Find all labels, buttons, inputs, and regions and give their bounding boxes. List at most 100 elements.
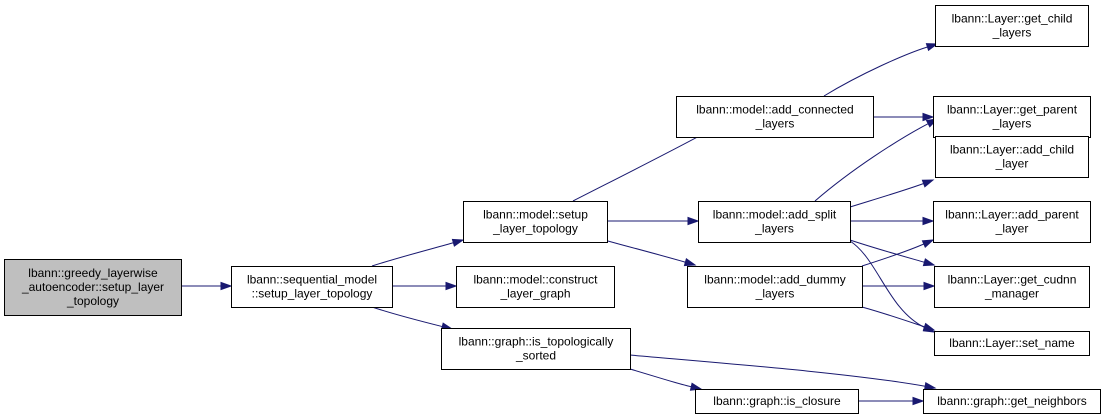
edge-line [849,239,925,263]
edge-adddummy-to-setname [861,306,936,331]
node-label-line: lbann::graph::get_neighbors [937,394,1086,408]
edge-line [371,242,454,267]
node-box [934,266,1090,308]
edge-line [629,368,692,388]
edge-seq-to-msetup [371,238,465,267]
node-box [933,201,1091,243]
node-label-line: lbann::Layer::get_cudnn [948,273,1077,287]
node-adddummy[interactable]: lbann::model::add_dummy_layers [687,266,863,308]
edge-line [371,306,443,328]
node-box [695,389,859,414]
edge-line [849,240,926,329]
node-label-line: ::setup_layer_topology [252,287,373,301]
node-addchild[interactable]: lbann::Layer::add_child_layer [935,136,1089,178]
arrowhead [925,43,939,52]
node-box [687,266,863,308]
arrowhead [921,239,935,249]
node-label-line: lbann::model::add_connected [696,103,853,117]
edge-addsplit-to-addparent [850,216,935,226]
arrowhead [921,179,935,188]
arrowhead [445,281,458,291]
edge-line [603,239,686,263]
node-box [456,266,615,308]
edge-addconn-to-getparent [873,112,935,122]
node-box [935,136,1089,178]
node-getchild[interactable]: lbann::Layer::get_child_layers [935,5,1089,47]
edge-line [823,46,928,97]
node-box [441,328,631,370]
edge-line [861,243,925,267]
edge-topo-to-closure [629,368,703,391]
node-label-line: _layers [992,117,1032,131]
node-label-line: lbann::model::add_dummy [704,273,845,287]
node-label-line: lbann::graph::is_closure [713,394,841,408]
edge-addsplit-to-cudnn [849,239,936,267]
node-label-line: lbann::Layer::get_parent [947,103,1078,117]
node-closure[interactable]: lbann::graph::is_closure [695,389,859,414]
node-label-line: _manager [984,287,1039,301]
arrowhead [687,216,700,226]
node-box [231,266,393,308]
edge-root-to-seq [180,281,233,291]
node-label-line: lbann::model::setup [483,208,588,222]
node-setname[interactable]: lbann::Layer::set_name [934,331,1090,356]
node-label-line: _layer [995,157,1029,171]
node-label-line: lbann::Layer::add_parent [945,208,1079,222]
nodes: lbann::greedy_layerwise_autoencoder::set… [4,5,1101,414]
edge-line [849,183,924,208]
node-neighbors[interactable]: lbann::graph::get_neighbors [923,389,1101,414]
node-label-line: lbann::Layer::get_child [952,12,1073,26]
node-addsplit[interactable]: lbann::model::add_split_layers [698,201,851,243]
node-box [923,389,1101,414]
edge-line [629,354,926,387]
node-construct[interactable]: lbann::model::construct_layer_graph [456,266,615,308]
node-box [676,96,874,138]
edge-closure-to-neighbors [858,396,925,406]
node-addconn[interactable]: lbann::model::add_connected_layers [676,96,874,138]
node-label-line: _sorted [515,349,556,363]
node-label-line: lbann::greedy_layerwise [28,266,158,280]
node-label-line: _layers [992,26,1032,40]
edge-adddummy-to-cudnn [861,281,936,291]
node-label-line: lbann::Layer::add_child [950,143,1074,157]
edge-seq-to-construct [391,281,458,291]
node-label-line: _layer_topology [492,222,578,236]
node-label-line: _layers [754,222,794,236]
edge-msetup-to-addsplit [607,216,700,226]
node-box [698,201,851,243]
node-box [935,5,1089,47]
node-label-line: lbann::graph::is_topologically [459,335,614,349]
arrowhead [923,382,937,391]
node-root: lbann::greedy_layerwise_autoencoder::set… [4,259,182,316]
edge-addconn-to-getchild [823,43,939,97]
arrowhead [922,258,936,267]
node-label-line: lbann::model::add_split [713,208,837,222]
arrowhead [923,281,936,291]
arrowhead [451,238,465,247]
edge-addsplit-to-addchild [849,179,935,208]
edge-adddummy-to-addparent [861,239,935,267]
node-label-line: _topology [66,294,119,308]
arrowhead [922,322,936,331]
node-label-line: _layers [755,287,795,301]
node-seq[interactable]: lbann::sequential_model::setup_layer_top… [231,266,393,308]
arrowhead [912,396,925,406]
node-box [463,201,608,243]
edge-msetup-to-adddummy [603,239,697,267]
arrowhead [922,216,935,226]
edge-topo-to-neighbors [629,354,937,391]
edge-line [814,123,929,202]
node-box [934,331,1090,356]
node-label-line: _layer_graph [499,287,570,301]
node-label-line: lbann::Layer::set_name [949,336,1075,350]
node-cudnn[interactable]: lbann::Layer::get_cudnn_manager [934,266,1090,308]
edge-seq-to-topo [371,306,454,331]
node-label-line: _autoencoder::setup_layer [21,280,164,294]
node-getparent[interactable]: lbann::Layer::get_parent_layers [933,96,1091,138]
node-addparent[interactable]: lbann::Layer::add_parent_layer [933,201,1091,243]
node-label-line: _layer [995,222,1029,236]
edge-line [861,306,925,328]
node-msetup[interactable]: lbann::model::setup_layer_topology [463,201,608,243]
node-topo[interactable]: lbann::graph::is_topologically_sorted [441,328,631,370]
